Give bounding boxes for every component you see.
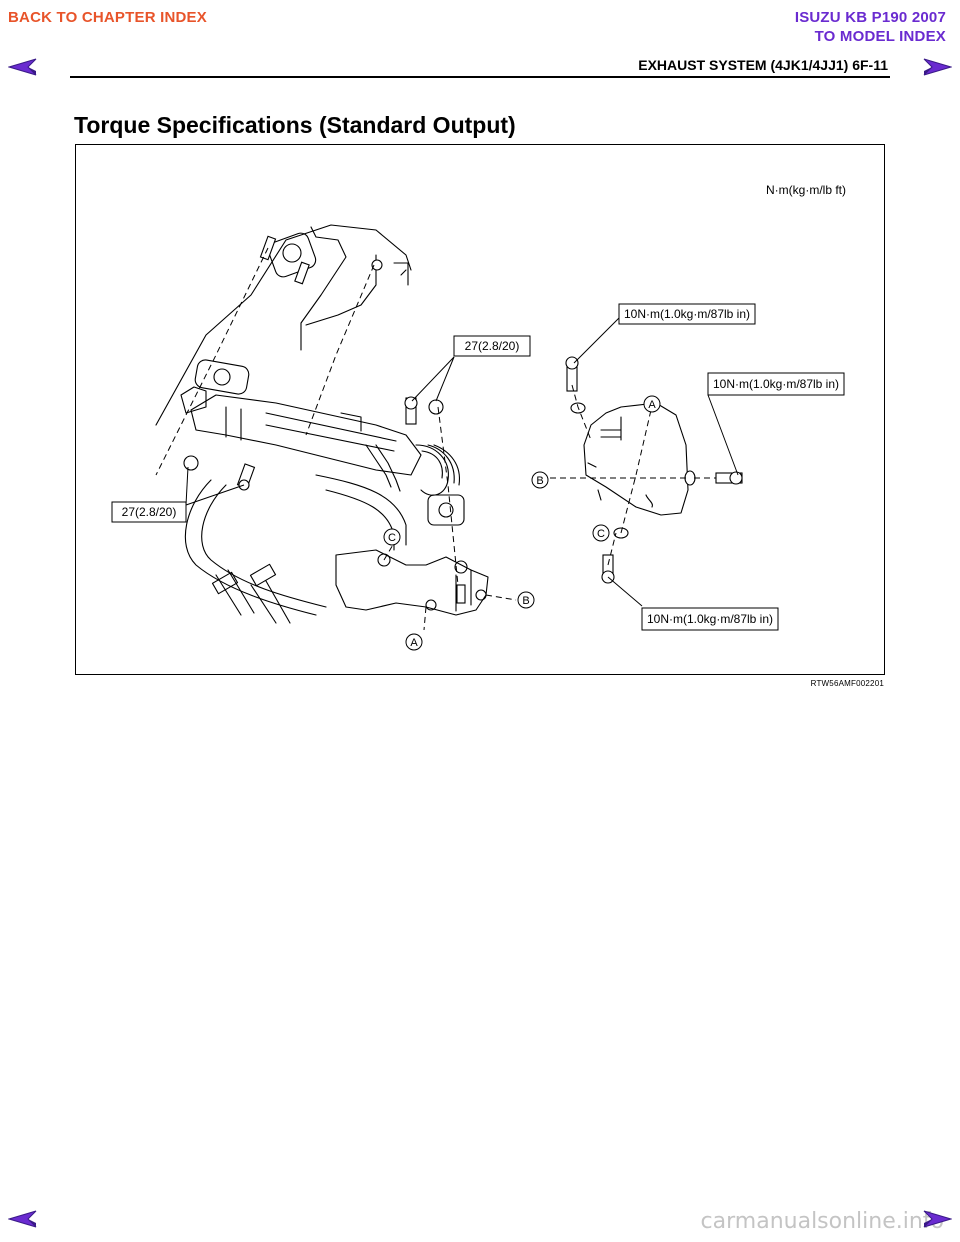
torque-callout-center-text: 27(2.8/20) — [465, 339, 520, 353]
watermark: carmanualsonline.info — [700, 1209, 944, 1234]
marker-a-bracket: A — [410, 637, 418, 649]
bottom-right-arrow-icon[interactable] — [922, 1210, 952, 1228]
page-title: Torque Specifications (Standard Output) — [74, 112, 516, 138]
engine-outline — [155, 224, 689, 624]
reference-markers — [383, 395, 661, 651]
marker-b-bracket: B — [522, 595, 529, 607]
marker-c-bracket: C — [388, 532, 396, 544]
leader-lines — [185, 317, 739, 607]
to-model-index-link[interactable]: TO MODEL INDEX — [814, 28, 946, 45]
torque-callout-bottom-right: 10N·m(1.0kg·m/87lb in) — [641, 607, 779, 631]
torque-callout-top-right: 10N·m(1.0kg·m/87lb in) — [618, 303, 756, 325]
bottom-left-arrow-icon[interactable] — [8, 1210, 38, 1228]
header-divider — [70, 76, 890, 78]
torque-callout-top-right-text: 10N·m(1.0kg·m/87lb in) — [624, 307, 750, 321]
marker-b-shield: B — [536, 475, 543, 487]
torque-callout-right-text: 10N·m(1.0kg·m/87lb in) — [713, 377, 839, 391]
torque-callout-right: 10N·m(1.0kg·m/87lb in) — [707, 372, 845, 396]
marker-c-shield: C — [597, 528, 605, 540]
guide-lines — [155, 247, 716, 631]
section-header: EXHAUST SYSTEM (4JK1/4JJ1) 6F-11 — [638, 57, 888, 73]
marker-a-shield: A — [648, 399, 656, 411]
diagram-drawing: N·m(kg·m/lb ft) 27(2.8/20) 27(2.8/20) 10… — [111, 183, 846, 651]
right-arrow-icon[interactable] — [922, 58, 952, 76]
torque-callout-center: 27(2.8/20) — [453, 335, 531, 357]
units-label: N·m(kg·m/lb ft) — [766, 183, 846, 197]
model-title-link[interactable]: ISUZU KB P190 2007 — [794, 9, 946, 26]
torque-callout-bottom-right-text: 10N·m(1.0kg·m/87lb in) — [647, 612, 773, 626]
torque-callout-left: 27(2.8/20) — [111, 501, 187, 523]
figure-code: RTW56AMF002201 — [810, 679, 884, 688]
back-to-chapter-index-link[interactable]: BACK TO CHAPTER INDEX — [8, 9, 207, 26]
exhaust-torque-diagram: N·m(kg·m/lb ft) 27(2.8/20) 27(2.8/20) 10… — [75, 144, 885, 675]
fasteners — [183, 235, 743, 604]
left-arrow-icon[interactable] — [8, 58, 38, 76]
torque-callout-left-text: 27(2.8/20) — [122, 505, 177, 519]
